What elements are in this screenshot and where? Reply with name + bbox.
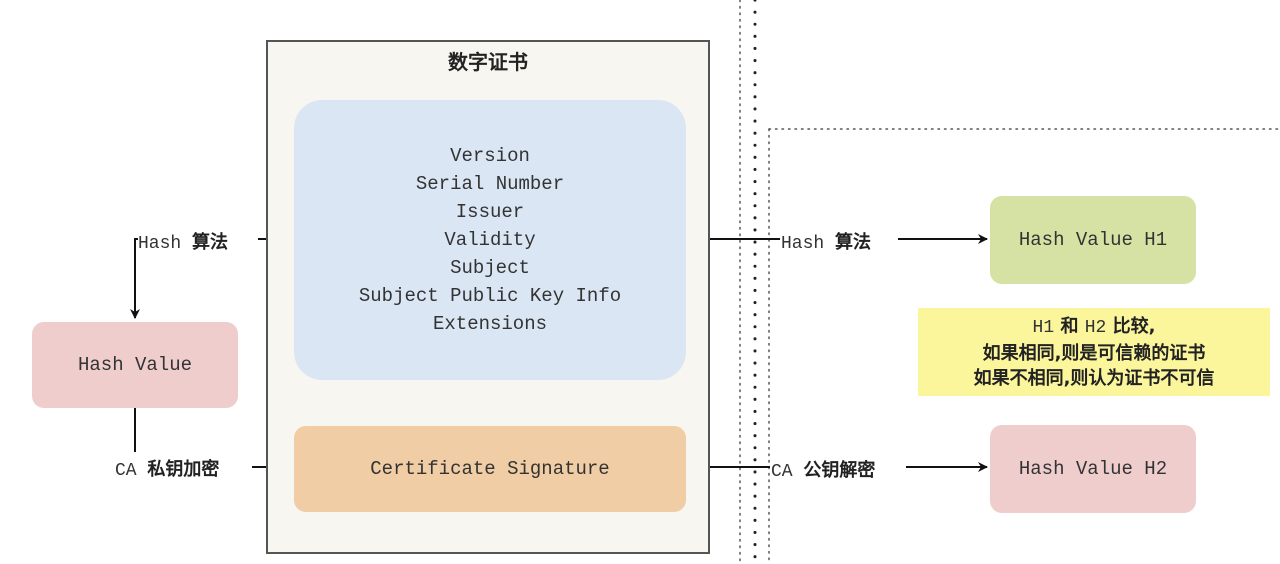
hash-value-h2-box: Hash Value H2 <box>990 425 1196 513</box>
note-and: 和 <box>1060 315 1079 337</box>
field-version: Version <box>450 145 530 167</box>
hash-value-label: Hash Value <box>77 354 193 376</box>
field-subject: Subject <box>450 257 530 279</box>
right-decrypt-label: CA 公钥解密 <box>771 456 876 482</box>
field-subject-public-key-info: Subject Public Key Info <box>358 285 622 307</box>
certificate-fields-box: Version Serial Number Issuer Validity Su… <box>294 100 686 380</box>
right-hash-algo-label: Hash 算法 <box>781 228 872 254</box>
hash-value-h1-box: Hash Value H1 <box>990 196 1196 284</box>
field-validity: Validity <box>444 229 536 251</box>
right-hash-algo-cjk: 算法 <box>835 232 872 253</box>
certificate-signature-label: Certificate Signature <box>370 458 610 480</box>
field-issuer: Issuer <box>455 201 525 223</box>
comparison-note: H1 和 H2 比较, 如果相同,则是可信赖的证书 如果不相同,则认为证书不可信 <box>918 308 1270 396</box>
note-h2: H2 <box>1084 317 1107 338</box>
certificate-title: 数字证书 <box>448 50 528 74</box>
hash-value-h2-label: Hash Value H2 <box>1018 458 1168 480</box>
left-hash-algo-label: Hash 算法 <box>138 228 229 254</box>
right-decrypt-mono: CA <box>771 462 793 482</box>
note-line-1: H1 和 H2 比较, <box>1033 314 1156 341</box>
note-line-2: 如果相同,则是可信赖的证书 <box>982 342 1206 364</box>
right-decrypt-cjk: 公钥解密 <box>803 460 876 481</box>
left-hash-algo-cjk: 算法 <box>192 232 229 253</box>
hash-value-box: Hash Value <box>32 322 238 408</box>
left-encrypt-mono: CA <box>115 461 137 481</box>
hash-value-h1-label: Hash Value H1 <box>1018 229 1168 251</box>
left-encrypt-label: CA 私钥加密 <box>115 455 220 481</box>
right-hash-algo-mono: Hash <box>781 234 825 254</box>
note-compare: 比较, <box>1112 315 1156 337</box>
certificate-signature-box: Certificate Signature <box>294 426 686 512</box>
left-hash-algo-mono: Hash <box>138 234 182 254</box>
field-serial-number: Serial Number <box>415 173 565 195</box>
note-h1: H1 <box>1032 317 1055 338</box>
note-line-3: 如果不相同,则认为证书不可信 <box>973 367 1215 389</box>
left-encrypt-cjk: 私钥加密 <box>147 459 220 480</box>
field-extensions: Extensions <box>432 313 548 335</box>
